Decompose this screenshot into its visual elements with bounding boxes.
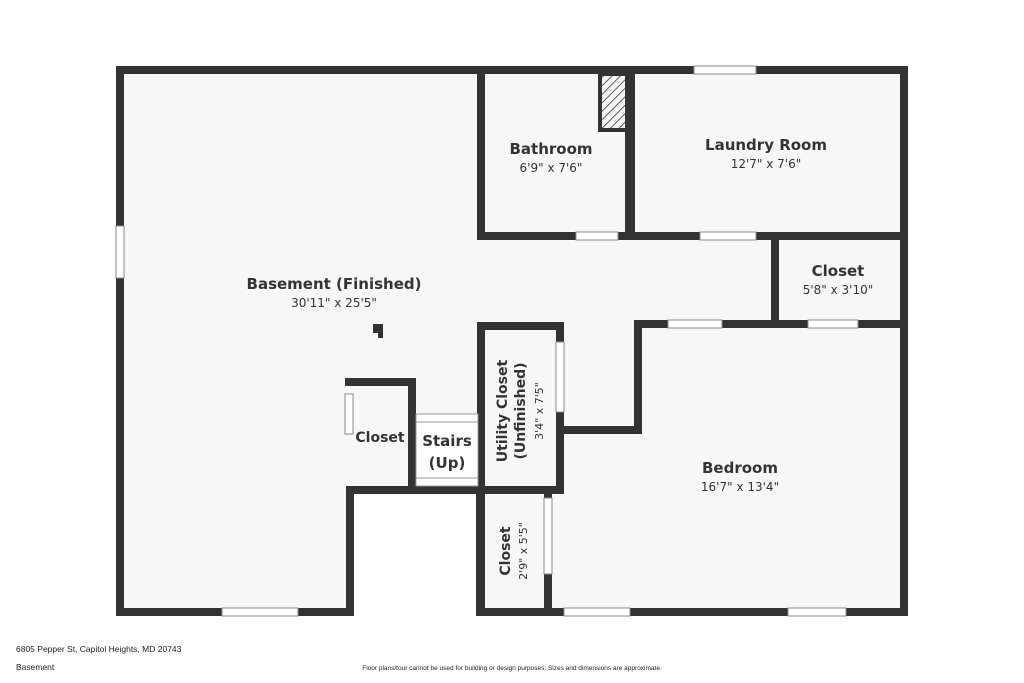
door-small-closet — [344, 393, 354, 435]
disclaimer-text: Floor plans/tour cannot be used for buil… — [362, 665, 662, 672]
utility-closet-wall — [477, 322, 564, 616]
door-closet — [807, 319, 859, 329]
windows — [115, 65, 859, 617]
door-bathroom — [575, 231, 619, 241]
room-dims-bathroom: 6'9" x 7'6" — [520, 161, 583, 175]
room-dims-laundry: 12'7" x 7'6" — [731, 157, 802, 171]
door-bottom-closet — [543, 497, 553, 575]
address-text: 6805 Pepper St, Capitol Heights, MD 2074… — [16, 644, 182, 654]
bottom-closet-label: Closet 2'9" x 5'5" — [498, 522, 530, 580]
floor-area — [120, 70, 904, 612]
room-dims-bedroom: 16'7" x 13'4" — [701, 480, 779, 494]
room-label-stairs: Stairs — [422, 432, 472, 450]
door-utility — [555, 341, 565, 413]
room-label-closet-bottom: Closet — [498, 526, 514, 576]
room-label-closet-right: Closet — [812, 262, 865, 280]
room-dims-basement: 30'11" x 25'5" — [291, 296, 377, 310]
room-label-utility-sub: (Unfinished) — [513, 362, 529, 459]
room-label-bathroom: Bathroom — [509, 140, 592, 158]
window-bottom-left — [221, 607, 299, 617]
door-laundry — [699, 231, 757, 241]
utility-closet-label: Utility Closet (Unfinished) 3'4" x 7'5" — [495, 360, 546, 463]
door-bedroom — [667, 319, 723, 329]
window-left — [115, 225, 125, 279]
room-label-laundry: Laundry Room — [705, 136, 827, 154]
window-bottom-mid — [563, 607, 631, 617]
stairs — [415, 413, 479, 487]
room-label-bedroom: Bedroom — [702, 459, 778, 477]
room-label-basement: Basement (Finished) — [247, 275, 422, 293]
laundry-wall — [627, 66, 908, 240]
window-bottom-right — [787, 607, 847, 617]
room-dims-closet-right: 5'8" x 3'10" — [803, 283, 874, 297]
level-label: Basement — [16, 662, 55, 672]
support-post — [373, 324, 383, 338]
chimney-block — [598, 72, 629, 132]
small-closet-wall — [345, 378, 416, 494]
room-dims-closet-bottom: 2'9" x 5'5" — [517, 522, 530, 580]
window-top — [693, 65, 757, 75]
room-label-closet-small: Closet — [355, 430, 405, 446]
room-label-utility: Utility Closet — [495, 360, 511, 463]
room-label-stairs-up: (Up) — [429, 454, 466, 472]
room-dims-utility: 3'4" x 7'5" — [533, 382, 546, 440]
